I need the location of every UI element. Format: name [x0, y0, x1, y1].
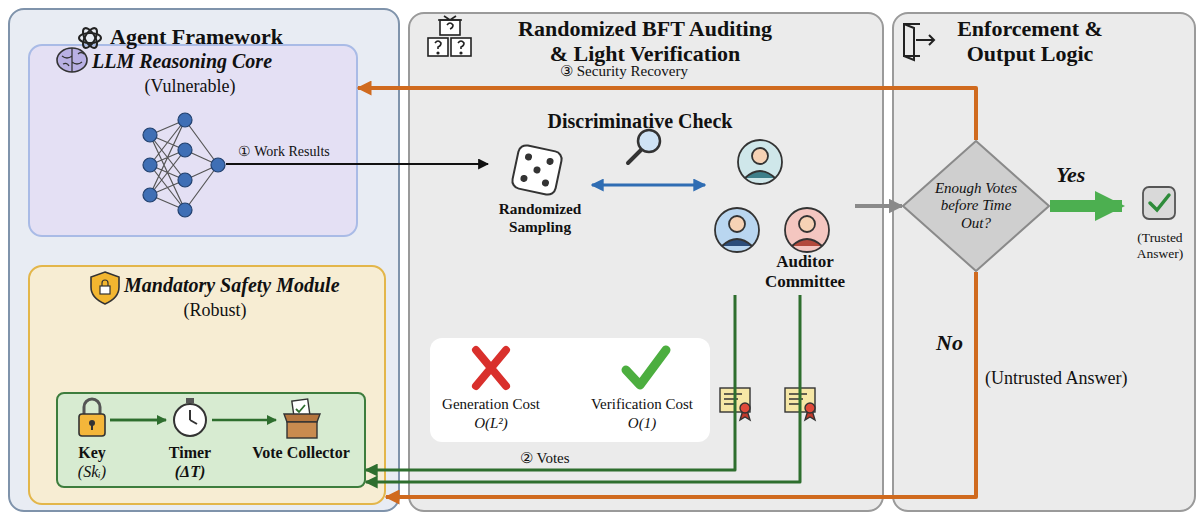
free-label-wrap: (Untrusted Answer): [985, 368, 1185, 389]
node-text: Generation Cost: [432, 396, 550, 413]
free-label-wrap: Discriminative Check: [540, 110, 740, 133]
node-text: LLM Reasoning Core: [92, 50, 352, 73]
node-text-wrap: Enough Votes before Time Out?: [927, 180, 1025, 232]
certificate-icon: [720, 388, 815, 420]
ballot-box-icon: [284, 399, 320, 438]
node-text-wrap: Key: [62, 444, 122, 462]
magnifier-icon: [628, 130, 660, 163]
lock-icon: [79, 399, 105, 436]
node-text: Timer: [150, 444, 230, 462]
node-text: (Skᵢ): [62, 463, 122, 481]
node-text: Agent Framework: [110, 24, 340, 49]
module-box: LLM Reasoning Core (Vulnerable): [28, 44, 358, 237]
neural-network: [143, 113, 225, 217]
mystery-box-icon: [428, 16, 471, 56]
panel: Agent FrameworkLLM Reasoning Core (Vulner…: [8, 8, 400, 512]
connector: [366, 295, 735, 470]
output-node: (Trusted Answer): [1122, 184, 1198, 280]
edge-label: No: [936, 330, 976, 355]
free-label: (Untrusted Answer): [985, 368, 1185, 389]
node-text: Randomized BFT Auditing & Light Verifica…: [514, 16, 776, 67]
free-label: Discriminative Check: [540, 110, 740, 133]
edge-label: ② Votes: [520, 450, 600, 467]
node-text-wrap: LLM Reasoning Core: [92, 50, 352, 73]
connector: [592, 184, 705, 187]
node-text-wrap: Timer: [150, 444, 230, 462]
node-text: Enough Votes before Time Out?: [927, 180, 1025, 232]
edge-label: Yes: [1056, 162, 1106, 187]
node-text: O(1): [578, 415, 706, 432]
node-text-wrap: Agent Framework: [110, 24, 340, 49]
logo-icon: [79, 26, 101, 50]
icon-node: Auditor Committee: [705, 138, 855, 295]
node-text: (Trusted Answer): [1122, 230, 1198, 261]
connector: [386, 272, 976, 497]
connector: [1050, 200, 1122, 212]
node-text: Verification Cost: [578, 396, 706, 413]
node-text-wrap: Mandatory Safety Module: [124, 274, 384, 297]
component-box: Key(Skᵢ) Timer(ΔT) Vote Collector: [56, 392, 366, 488]
node-text: Key: [62, 444, 122, 462]
node-text-wrap: Auditor Committee: [757, 252, 853, 291]
node-text-wrap: Enforcement & Output Logic: [945, 16, 1115, 67]
node-text-wrap: Randomized Sampling: [488, 200, 592, 235]
exit-icon: [904, 24, 934, 60]
panel: Enforcement & Output LogicEnough Votes b…: [892, 12, 1196, 512]
node-text: (ΔT): [150, 463, 230, 481]
node-text: Enforcement & Output Logic: [945, 16, 1115, 67]
module-box: Mandatory Safety Module (Robust) Key(Skᵢ) T…: [28, 265, 386, 505]
node-text-wrap: (ΔT): [150, 463, 230, 481]
edge-label-wrap: No: [936, 330, 976, 355]
node-text-wrap: (Vulnerable): [120, 76, 260, 97]
edge-label-wrap: ③ Security Recovery: [560, 63, 730, 80]
output-wire: [226, 163, 360, 165]
decision-diamond: Enough Votes before Time Out?: [902, 140, 1050, 272]
node-text-wrap: Randomized BFT Auditing & Light Verifica…: [514, 16, 776, 67]
node-text-wrap: O(1): [578, 415, 706, 432]
node-text-wrap: (Robust): [150, 300, 280, 321]
dice-icon: [511, 144, 563, 196]
node-text: (Robust): [150, 300, 280, 321]
node-text: O(L²): [432, 415, 550, 432]
brain-icon: [57, 48, 87, 72]
edge-label-wrap: ② Votes: [520, 450, 600, 467]
node-text: Randomized Sampling: [488, 200, 592, 235]
timer-icon: [174, 398, 206, 436]
auditor-avatar: [715, 140, 829, 252]
node-text: (Vulnerable): [120, 76, 260, 97]
flow-arrow: [110, 419, 166, 422]
node-text-wrap: Generation Cost: [432, 396, 550, 413]
edge-label-wrap: Yes: [1056, 162, 1106, 187]
icon-node: Randomized Sampling: [488, 140, 592, 250]
cost-box: Generation CostO(L²) Verification CostO(1…: [430, 338, 710, 442]
flow-arrow: [110, 419, 276, 422]
shield-icon: [91, 272, 119, 304]
connector: [358, 88, 976, 140]
node-text-wrap: (Skᵢ): [62, 463, 122, 481]
edge-label: ① Work Results: [238, 144, 358, 160]
cross-mark: [476, 350, 506, 386]
node-text: Auditor Committee: [757, 252, 853, 291]
node-text: Vote Collector: [243, 444, 359, 462]
node-text-wrap: Vote Collector: [243, 444, 359, 462]
node-text: Mandatory Safety Module: [124, 274, 384, 297]
edge-label-wrap: ① Work Results: [238, 144, 358, 160]
node-text-wrap: Verification Cost: [578, 396, 706, 413]
panel: Randomized BFT Auditing & Light Verifica…: [408, 12, 884, 512]
checkbox-icon: [1143, 187, 1175, 219]
node-text-wrap: (Trusted Answer): [1122, 230, 1198, 261]
connector: [366, 295, 800, 482]
edge-label: ③ Security Recovery: [560, 63, 730, 80]
node-text-wrap: O(L²): [432, 415, 550, 432]
check-mark: [626, 350, 666, 385]
connector: [855, 204, 902, 208]
connector: [358, 163, 488, 165]
